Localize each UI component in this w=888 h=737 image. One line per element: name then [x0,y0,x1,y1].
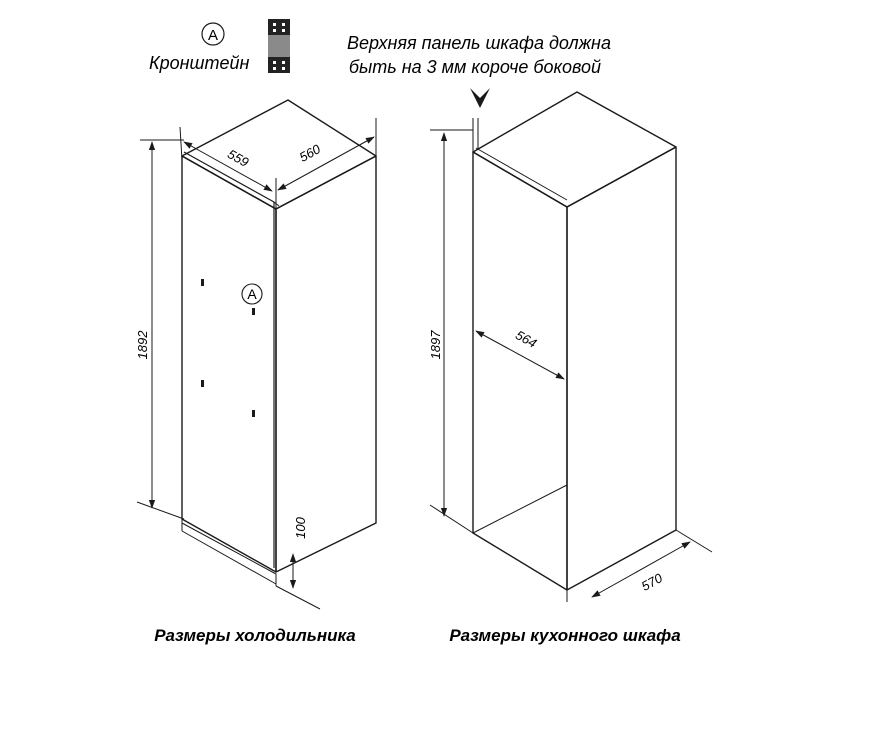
cabinet-side-panel [472,151,568,591]
bracket-icon [268,19,290,73]
cabinet-width-label: 564 [513,327,539,351]
cabinet-back-panel [566,146,677,591]
note-line-2: быть на 3 мм короче боковой [349,57,601,77]
bracket-legend-label: Кронштейн [149,53,249,73]
fridge-drawing: A 1892 559 560 100 Размеры холодильника [135,99,377,645]
marker-a-circle [201,22,225,46]
cabinet-drawing: 1897 564 570 Размеры кухонного шкафа [428,91,713,645]
fridge-depth-dimension [277,136,375,191]
fridge-plinth-label: 100 [293,516,308,538]
bracket-mark [252,410,255,417]
fridge-width-label: 559 [225,146,251,170]
fridge-side-face [275,155,377,573]
cabinet-top-note: Верхняя панель шкафа должна быть на 3 мм… [347,33,611,108]
fridge-front-face [181,155,277,573]
fridge-marker-a-circle [241,283,263,305]
fridge-height-label: 1892 [135,330,150,360]
bracket-legend: A Кронштейн [149,19,290,73]
fridge-caption: Размеры холодильника [154,626,356,645]
cabinet-width-dimension [475,330,565,380]
cabinet-caption: Размеры кухонного шкафа [449,626,680,645]
bracket-mark [201,279,204,286]
cabinet-height-label: 1897 [428,330,443,360]
cabinet-depth-label: 570 [639,570,666,594]
fridge-top-face [181,99,377,210]
bracket-mark [252,308,255,315]
note-line-1: Верхняя панель шкафа должна [347,33,611,53]
bracket-mark [201,380,204,387]
fridge-width-dimension [183,141,273,192]
cabinet-top-panel [472,91,677,208]
cabinet-depth-dimension [591,541,691,598]
fridge-marker-a-label: A [247,286,257,302]
fridge-depth-label: 560 [297,141,324,165]
marker-a-label: A [208,27,218,44]
note-pointer-icon [470,88,490,108]
